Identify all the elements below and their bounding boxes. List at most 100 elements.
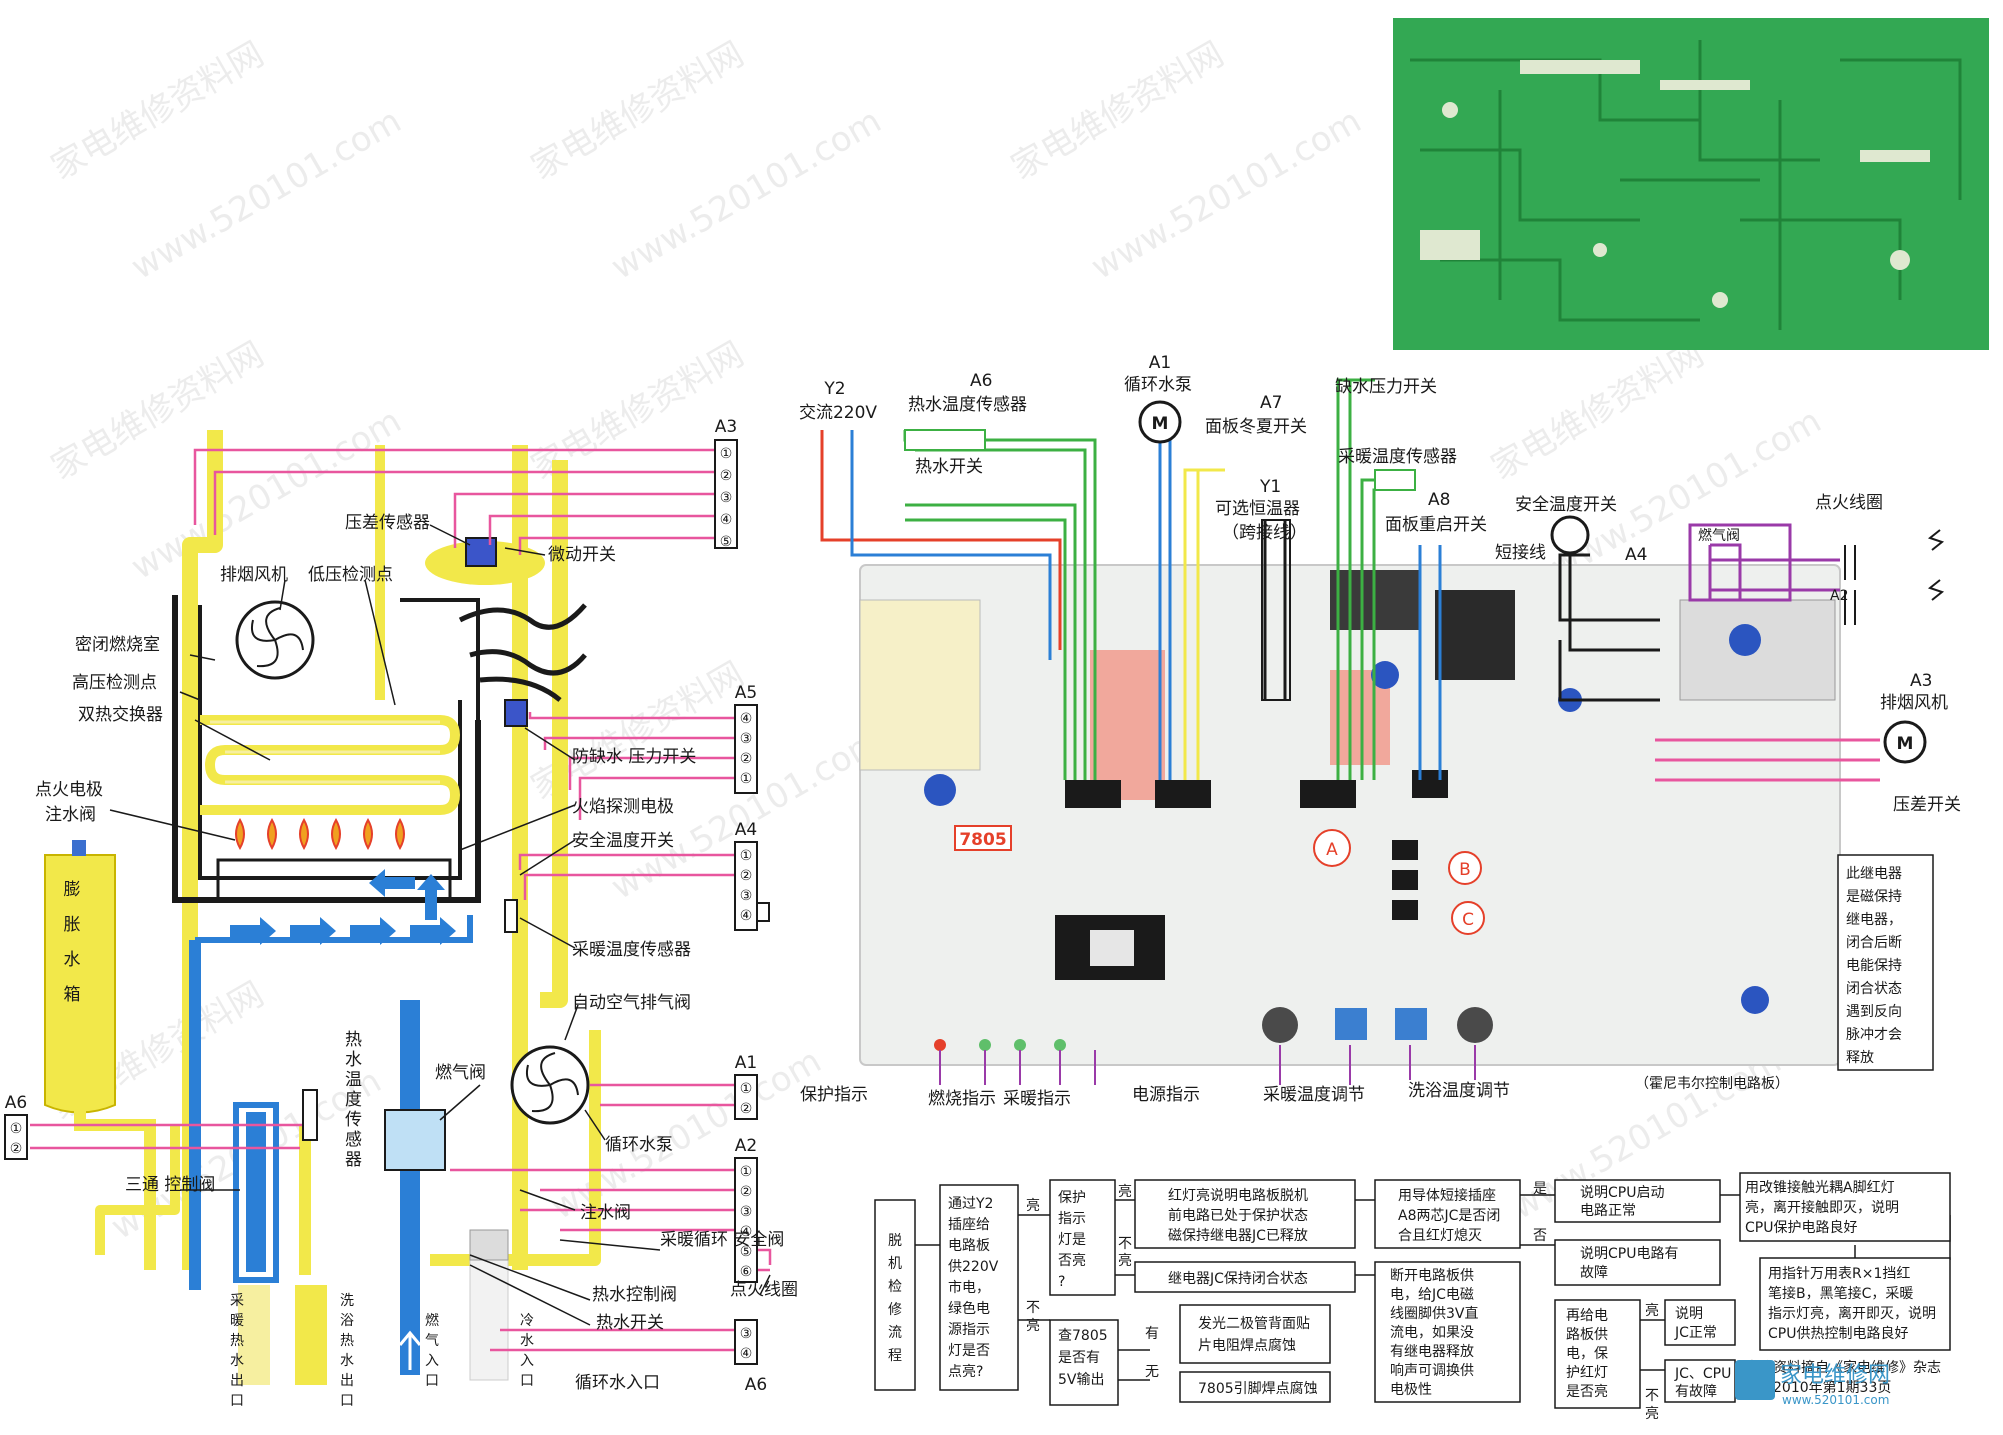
a7-label: A7 <box>1260 393 1282 413</box>
outlet-pipes <box>238 1229 509 1385</box>
hot-water-switch-label: 热水开关 <box>915 457 983 477</box>
flow-line: 插座给 <box>948 1217 990 1233</box>
outlet-char: 水 <box>230 1353 244 1369</box>
gas-valve-box <box>1688 523 1792 602</box>
flow-line: 保护 <box>1058 1190 1086 1206</box>
watermark-text: 家电维修资料网 <box>525 34 751 188</box>
flow-line: 是否亮 <box>1566 1383 1608 1400</box>
label-char: 感 <box>345 1130 362 1150</box>
a6-label: A6 <box>970 371 992 391</box>
outlet-char: 热 <box>340 1333 354 1349</box>
terminal-a1: ① ② A1 <box>734 1053 758 1120</box>
outlet-char: 洗 <box>340 1293 354 1309</box>
ignition-coil-label: 点火线圈 <box>1815 493 1883 513</box>
three-way-valve-label: 三通 控制阀 <box>125 1175 215 1195</box>
a3-label: A3 <box>1910 671 1932 691</box>
flow-line: 电，给JC电磁 <box>1390 1287 1474 1303</box>
note-line: 电能保持 <box>1846 958 1902 974</box>
pin: ③ <box>740 888 753 904</box>
outlet-char: 出 <box>230 1373 244 1389</box>
pin: ① <box>740 1081 753 1097</box>
label-char: 温 <box>345 1070 362 1090</box>
flow-branch: 不 <box>1118 1236 1132 1252</box>
note-line: 继电器， <box>1846 912 1902 928</box>
pcb-board <box>1393 18 1989 350</box>
panel-reset-label: 面板重启开关 <box>1385 515 1487 535</box>
heat-temp-adjust-label: 采暖温度调节 <box>1263 1085 1365 1105</box>
connector <box>1065 780 1121 808</box>
flow-line: 灯是否 <box>948 1343 990 1359</box>
outlet-char: 暖 <box>230 1313 244 1329</box>
outlet-char: 水 <box>340 1353 354 1369</box>
label-char: 热 <box>345 1030 362 1050</box>
power-indicator-label: 电源指示 <box>1132 1085 1200 1105</box>
watermark-text: 家电维修资料网 <box>45 334 271 488</box>
motor-symbol: M <box>1152 414 1169 434</box>
watermark-text: 家电维修资料网 <box>1005 34 1231 188</box>
note-line: 脉冲才会 <box>1846 1027 1902 1043</box>
low-pressure-label: 低压检测点 <box>308 565 393 585</box>
watermark-text: 家电维修资料网 <box>1485 334 1711 488</box>
heating-temp-sensor-label: 采暖温度传感器 <box>572 940 691 960</box>
y1-label: Y1 <box>1259 477 1281 497</box>
terminal-a6b: ③ ④ A6 <box>734 1319 767 1395</box>
corner-logo: 家电维修网 www.520101.com <box>1735 1360 1890 1407</box>
flow-source-note: 电路资料摘自《家电维修》杂志 <box>1745 1359 1941 1376</box>
inlet-char: 冷 <box>520 1313 534 1329</box>
flow-line: 发光二极管背面贴 <box>1198 1316 1310 1332</box>
boiler-schematic: 膨 胀 水 箱 <box>4 417 798 1409</box>
tank-char: 膨 <box>64 880 81 900</box>
watermark-url: www.520101.com <box>605 101 889 288</box>
hot-water-switch-label: 热水开关 <box>596 1313 664 1333</box>
outlet-char: 热 <box>230 1333 244 1349</box>
terminal-tag: A6 <box>5 1093 27 1113</box>
terminal-tag: A4 <box>735 820 757 840</box>
flow-line: JC正常 <box>1674 1325 1717 1341</box>
flow-branch: 亮 <box>1118 1252 1132 1269</box>
pin: ② <box>740 1101 753 1117</box>
flow-line: 响声可调换供 <box>1390 1362 1474 1379</box>
flow-line: 供220V <box>948 1259 999 1275</box>
outlet-char: 出 <box>340 1373 354 1389</box>
reg7805-box <box>954 825 1012 851</box>
pin: ④ <box>740 1346 753 1362</box>
heating-safety-valve-label: 采暖循环 安全阀 <box>660 1230 784 1250</box>
circulation-inlet-label: 循环水入口 <box>575 1373 660 1393</box>
flow-line: 断开电路板供 <box>1390 1268 1474 1284</box>
flow-branch: 不 <box>1026 1300 1040 1316</box>
air-vent-label: 自动空气排气阀 <box>572 993 691 1013</box>
flow-title-char: 脱 <box>888 1233 902 1249</box>
outlet-char: 浴 <box>340 1313 354 1329</box>
pin: ② <box>740 868 753 884</box>
pin: ⑥ <box>740 1264 753 1280</box>
a4-label: A4 <box>1625 545 1647 565</box>
note-line: 闭合后断 <box>1846 935 1902 951</box>
short-wire-label: 短接线 <box>1495 543 1546 563</box>
terminal-tag: A3 <box>715 417 737 437</box>
pin: ⑤ <box>720 534 733 550</box>
flow-line: 有继电器释放 <box>1390 1344 1474 1360</box>
expansion-tank-label: 膨 胀 水 箱 <box>64 880 81 1005</box>
heat-indicator-label: 采暖指示 <box>1003 1089 1071 1109</box>
flow-node-9 <box>1554 1239 1721 1286</box>
jumper-label: （跨接线） <box>1222 523 1307 543</box>
pressure-sensor-label: 压差传感器 <box>345 513 430 533</box>
flow-node-1 <box>939 1184 1019 1391</box>
flow-line: 指示 <box>1058 1211 1086 1227</box>
relay-red <box>1090 650 1165 800</box>
burner-flames <box>216 817 452 902</box>
ignition-coil-label: 点火线圈 <box>730 1280 798 1300</box>
note-line: 遇到反向 <box>1846 1004 1902 1020</box>
flow-branch: 无 <box>1145 1364 1159 1380</box>
potentiometers <box>1262 1007 1493 1043</box>
flow-branch: 亮 <box>1026 1317 1040 1334</box>
micro-switch-label: 微动开关 <box>548 545 616 565</box>
note-line: 此继电器 <box>1846 866 1902 882</box>
flow-line: 说明CPU启动 <box>1580 1185 1664 1201</box>
flow-line: 笔接B，黑笔接C，采暖 <box>1768 1285 1913 1302</box>
label-line: 防缺水 压力开关 <box>572 747 696 767</box>
flow-line: 红灯亮说明电路板脱机 <box>1168 1187 1308 1204</box>
flow-line: 电路板 <box>948 1238 990 1254</box>
flow-node-6 <box>1739 1172 1951 1242</box>
flow-node-15 <box>1664 1299 1736 1346</box>
